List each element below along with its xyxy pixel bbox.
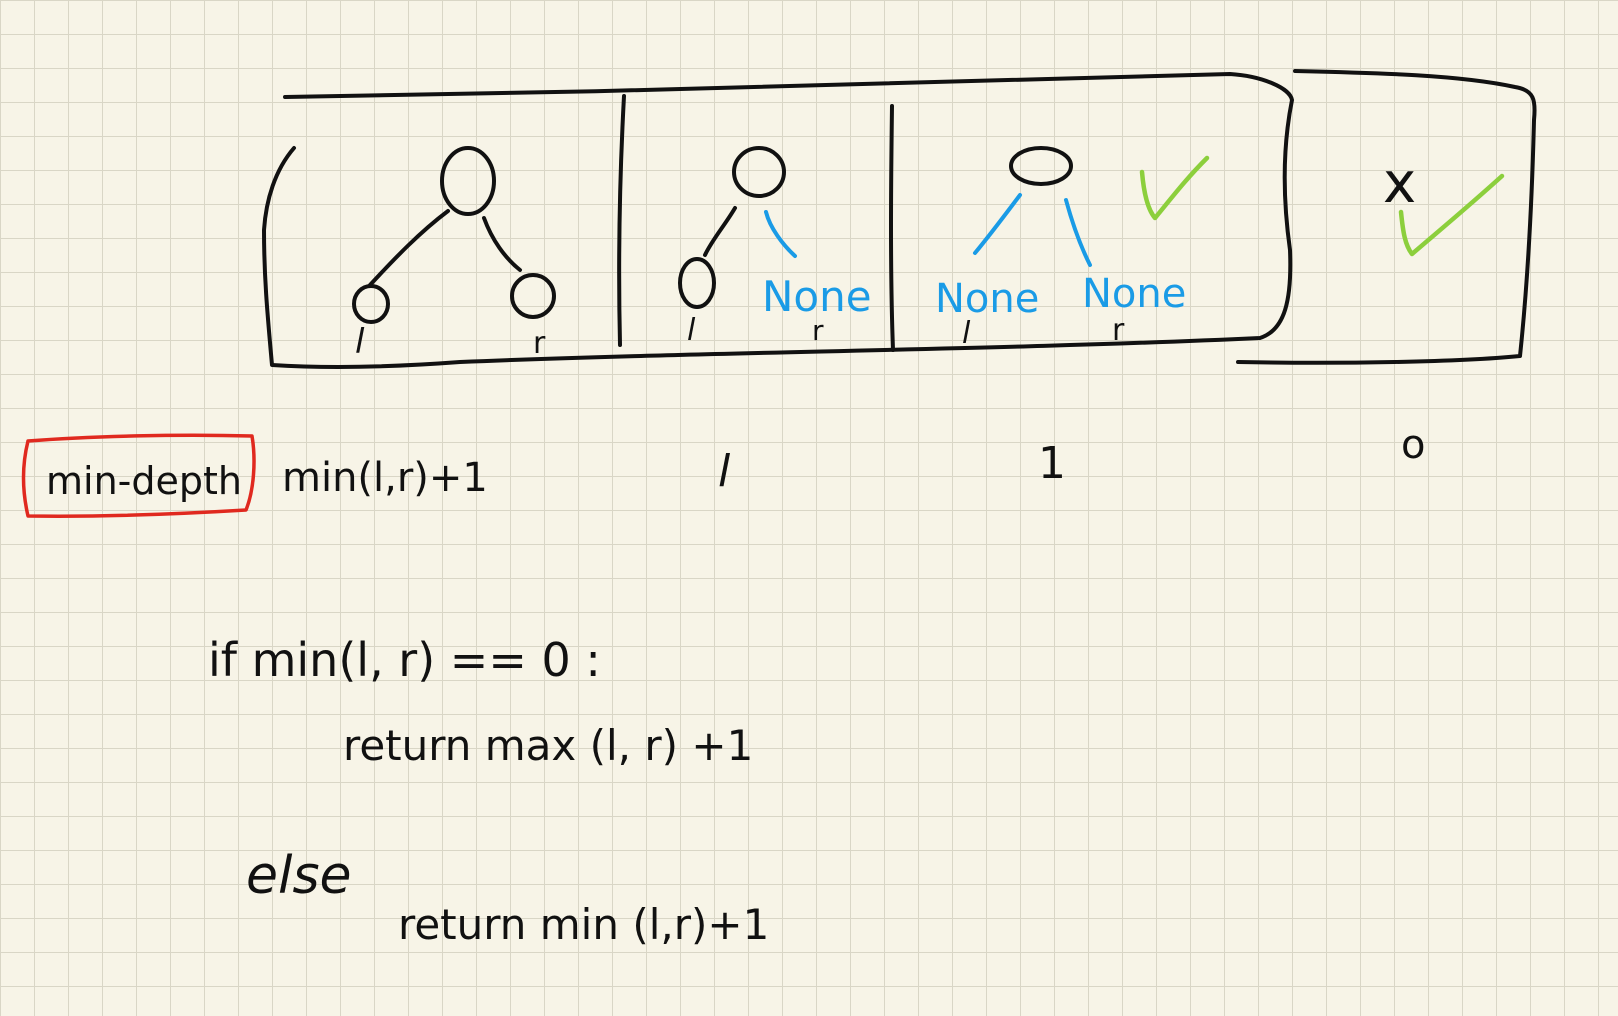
result-case-3: 1 (1038, 438, 1066, 489)
pseudo-code: if min(l, r) == 0 : return max (l, r) +1… (208, 633, 769, 949)
empty-case-box (1236, 69, 1537, 365)
else-line: else (246, 846, 352, 906)
result-case-1: min(l,r)+1 (282, 455, 488, 501)
right-none-label: None (1082, 271, 1186, 317)
if-line: if min(l, r) == 0 : (208, 633, 601, 687)
root-node (1009, 146, 1073, 186)
function-label: min-depth (21, 433, 256, 518)
result-case-2: l (718, 446, 731, 497)
left-label: l (355, 322, 365, 362)
root-node (440, 146, 496, 216)
check-icon (1139, 155, 1210, 221)
root-node (732, 146, 786, 198)
return-min-line: return min (l,r)+1 (398, 900, 769, 949)
return-max-line: return max (l, r) +1 (343, 721, 753, 770)
left-child-node (678, 257, 716, 309)
results-row: min(l,r)+1 l 1 o (282, 422, 1425, 501)
right-label: r (812, 314, 824, 347)
right-child-node (510, 273, 556, 319)
function-name: min-depth (46, 459, 242, 503)
case-no-node: x (1383, 151, 1505, 257)
left-label: l (962, 316, 971, 351)
node-mark: x (1383, 151, 1416, 216)
case-both-none: None None l r (935, 146, 1210, 351)
panel-divider-2 (889, 104, 895, 352)
right-label: r (533, 326, 546, 361)
left-label: l (687, 313, 696, 348)
case-both-children: l r (352, 146, 556, 362)
right-label: r (1112, 313, 1125, 348)
left-child-node (352, 284, 390, 324)
none-label: None (762, 272, 872, 321)
panel-divider-1 (617, 94, 626, 347)
highlight-box (21, 433, 256, 518)
result-case-4: o (1401, 422, 1425, 468)
cases-panel (262, 72, 1294, 369)
case-right-none: l None r (678, 146, 872, 348)
left-none-label: None (935, 276, 1039, 322)
check-icon (1398, 173, 1505, 257)
